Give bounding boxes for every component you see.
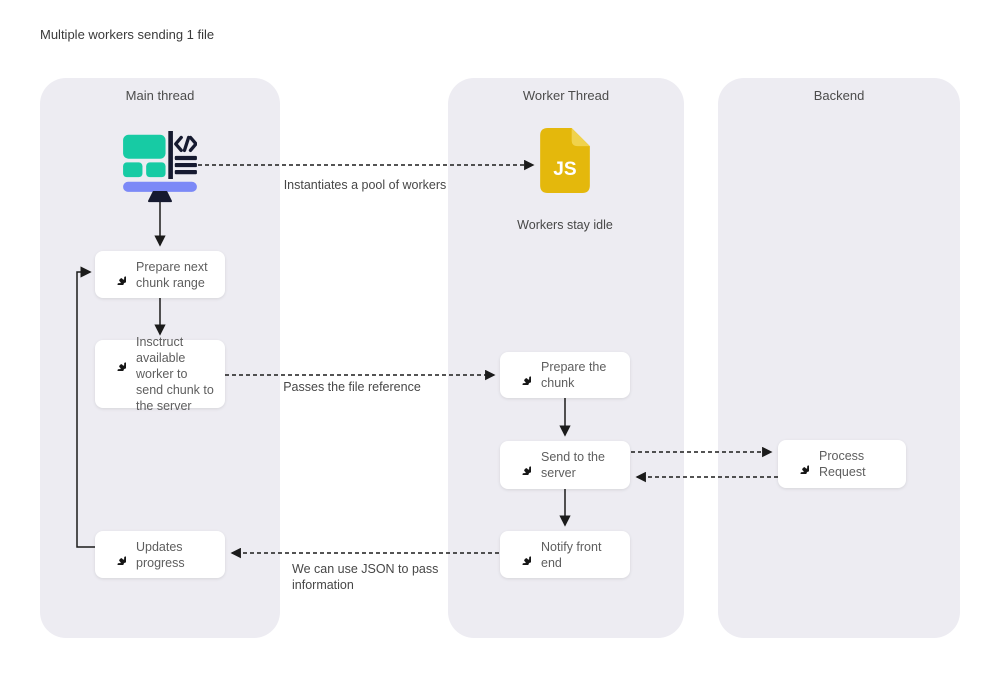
node-process-request: Process Request [778, 440, 906, 488]
label-json-pass-information: We can use JSON to pass information [292, 562, 439, 592]
gear-icon [511, 545, 531, 565]
node-label: Updates progress [136, 539, 185, 570]
label-instantiates-pool: Instantiates a pool of workers [283, 178, 447, 192]
node-send-to-the-server: Send to the server [500, 441, 630, 489]
node-instruct-available-worker: Insctruct available worker to send chunk… [95, 335, 225, 413]
node-notify-front-end: Notify front end [500, 531, 630, 578]
gear-icon [511, 455, 531, 475]
gear-icon [106, 545, 126, 565]
node-label: Prepare next chunk range [136, 259, 208, 290]
gear-icon [789, 454, 809, 474]
js-file-icon: JS [540, 128, 590, 193]
node-prepare-the-chunk: Prepare the chunk [500, 352, 630, 398]
gear-icon [106, 351, 126, 371]
node-prepare-next-chunk-range: Prepare next chunk range [95, 251, 225, 298]
gear-icon [106, 265, 126, 285]
node-label: Process Request [819, 449, 866, 479]
lane-backend-title: Backend [813, 88, 865, 103]
js-badge-label: JS [553, 159, 576, 180]
gear-icon [511, 365, 531, 385]
monitor-code-icon [123, 131, 197, 203]
node-updates-progress: Updates progress [95, 531, 225, 578]
code-brackets-icon [174, 135, 197, 153]
node-label: Send to the server [541, 450, 605, 480]
node-label: Notify front end [541, 539, 602, 570]
diagram-title: Multiple workers sending 1 file [40, 27, 215, 42]
lane-backend: Backend [718, 78, 960, 638]
label-passes-file-reference: Passes the file reference [283, 380, 421, 394]
node-label: Prepare the chunk [541, 360, 607, 390]
lane-worker-thread-title: Worker Thread [522, 88, 610, 103]
label-workers-stay-idle: Workers stay idle [517, 218, 613, 232]
node-label: Insctruct available worker to send chunk… [136, 335, 214, 413]
lane-main-thread-title: Main thread [125, 88, 195, 103]
